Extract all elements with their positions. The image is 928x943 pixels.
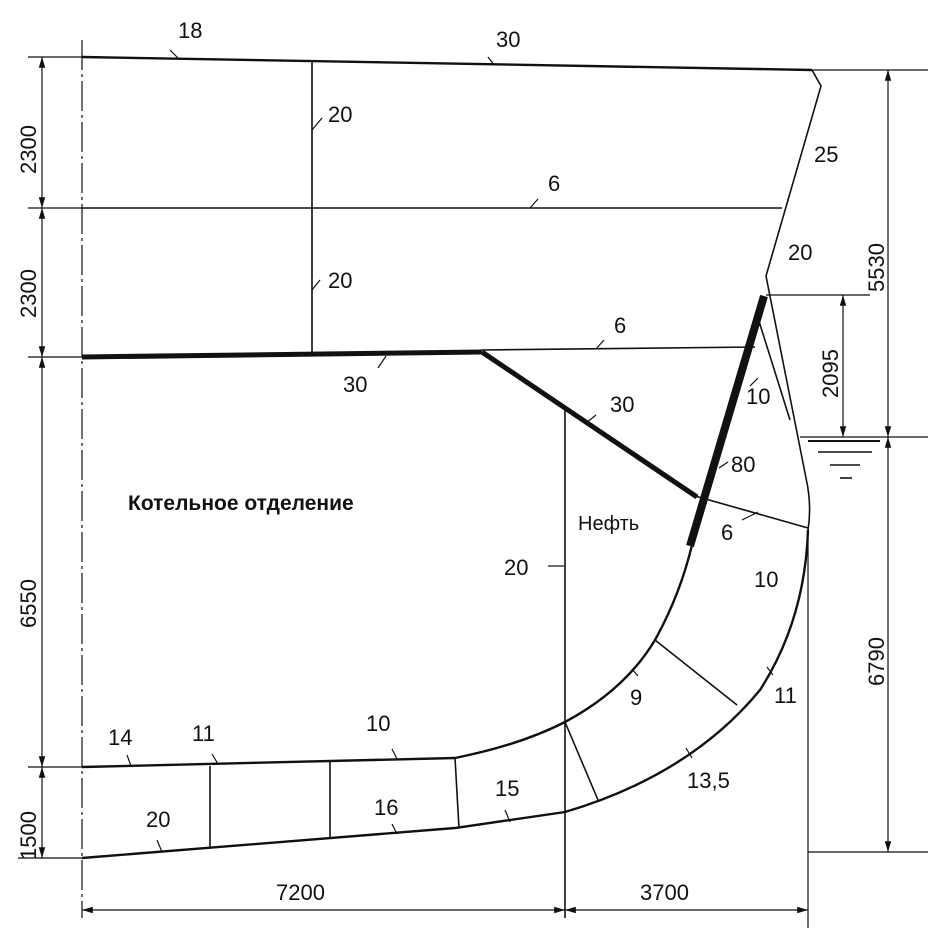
third-deck-right — [481, 346, 756, 351]
dimension-label: 7200 — [276, 880, 325, 905]
side-inner-plate — [757, 317, 791, 421]
dimension-label: 6550 — [16, 579, 41, 628]
dimension-label: 3700 — [640, 880, 689, 905]
thickness-label: 10 — [366, 711, 390, 736]
thickness-label: 14 — [108, 725, 132, 750]
dimension-label: 6790 — [864, 637, 889, 686]
thickness-label: 20 — [328, 102, 352, 127]
thickness-label: 80 — [731, 452, 755, 477]
inner-bottom — [81, 544, 694, 769]
floor-3 — [454, 757, 460, 829]
thickness-label: 6 — [721, 520, 733, 545]
thickness-label: 6 — [548, 171, 560, 196]
thickness-label: 20 — [788, 240, 812, 265]
thickness-label: 20 — [504, 555, 528, 580]
longitudinal-bulkhead — [686, 294, 768, 548]
dimension-label: 1500 — [16, 811, 41, 860]
tank-label: Нефть — [578, 513, 639, 535]
dimension-label: 2095 — [818, 349, 843, 398]
thickness-label: 16 — [374, 795, 398, 820]
thickness-label: 11 — [774, 683, 797, 708]
tank-top — [694, 495, 809, 529]
dimension-label: 2300 — [16, 269, 41, 318]
side-shell-lower — [765, 275, 811, 531]
bilge-frame-1 — [564, 721, 599, 801]
thickness-label: 30 — [343, 372, 367, 397]
thickness-label: 15 — [495, 776, 519, 801]
sloped-plate — [480, 349, 699, 500]
thickness-label: 10 — [746, 384, 770, 409]
outer-bottom — [81, 529, 810, 860]
platform-deck — [81, 349, 483, 360]
thickness-label: 18 — [178, 18, 202, 43]
thickness-label: 9 — [630, 685, 642, 710]
thickness-label: 20 — [146, 807, 170, 832]
hull-structure — [81, 49, 822, 918]
thickness-label: 6 — [614, 313, 626, 338]
compartment-label: Котельное отделение — [128, 492, 354, 515]
thickness-label: 13,5 — [687, 768, 730, 793]
side-shell-upper — [765, 69, 822, 277]
bilge-frame-2 — [654, 639, 738, 706]
thickness-label: 30 — [610, 392, 634, 417]
thickness-label: 20 — [328, 268, 352, 293]
thickness-label: 10 — [754, 567, 778, 592]
dimension-label: 5530 — [864, 243, 889, 292]
thickness-label: 25 — [814, 142, 838, 167]
waterline-symbol — [808, 440, 880, 479]
upper-deck — [81, 55, 813, 72]
thickness-label: 11 — [192, 721, 215, 746]
dimension-lines — [18, 56, 928, 928]
thickness-label: 30 — [496, 27, 520, 52]
dimension-label: 2300 — [16, 125, 41, 174]
